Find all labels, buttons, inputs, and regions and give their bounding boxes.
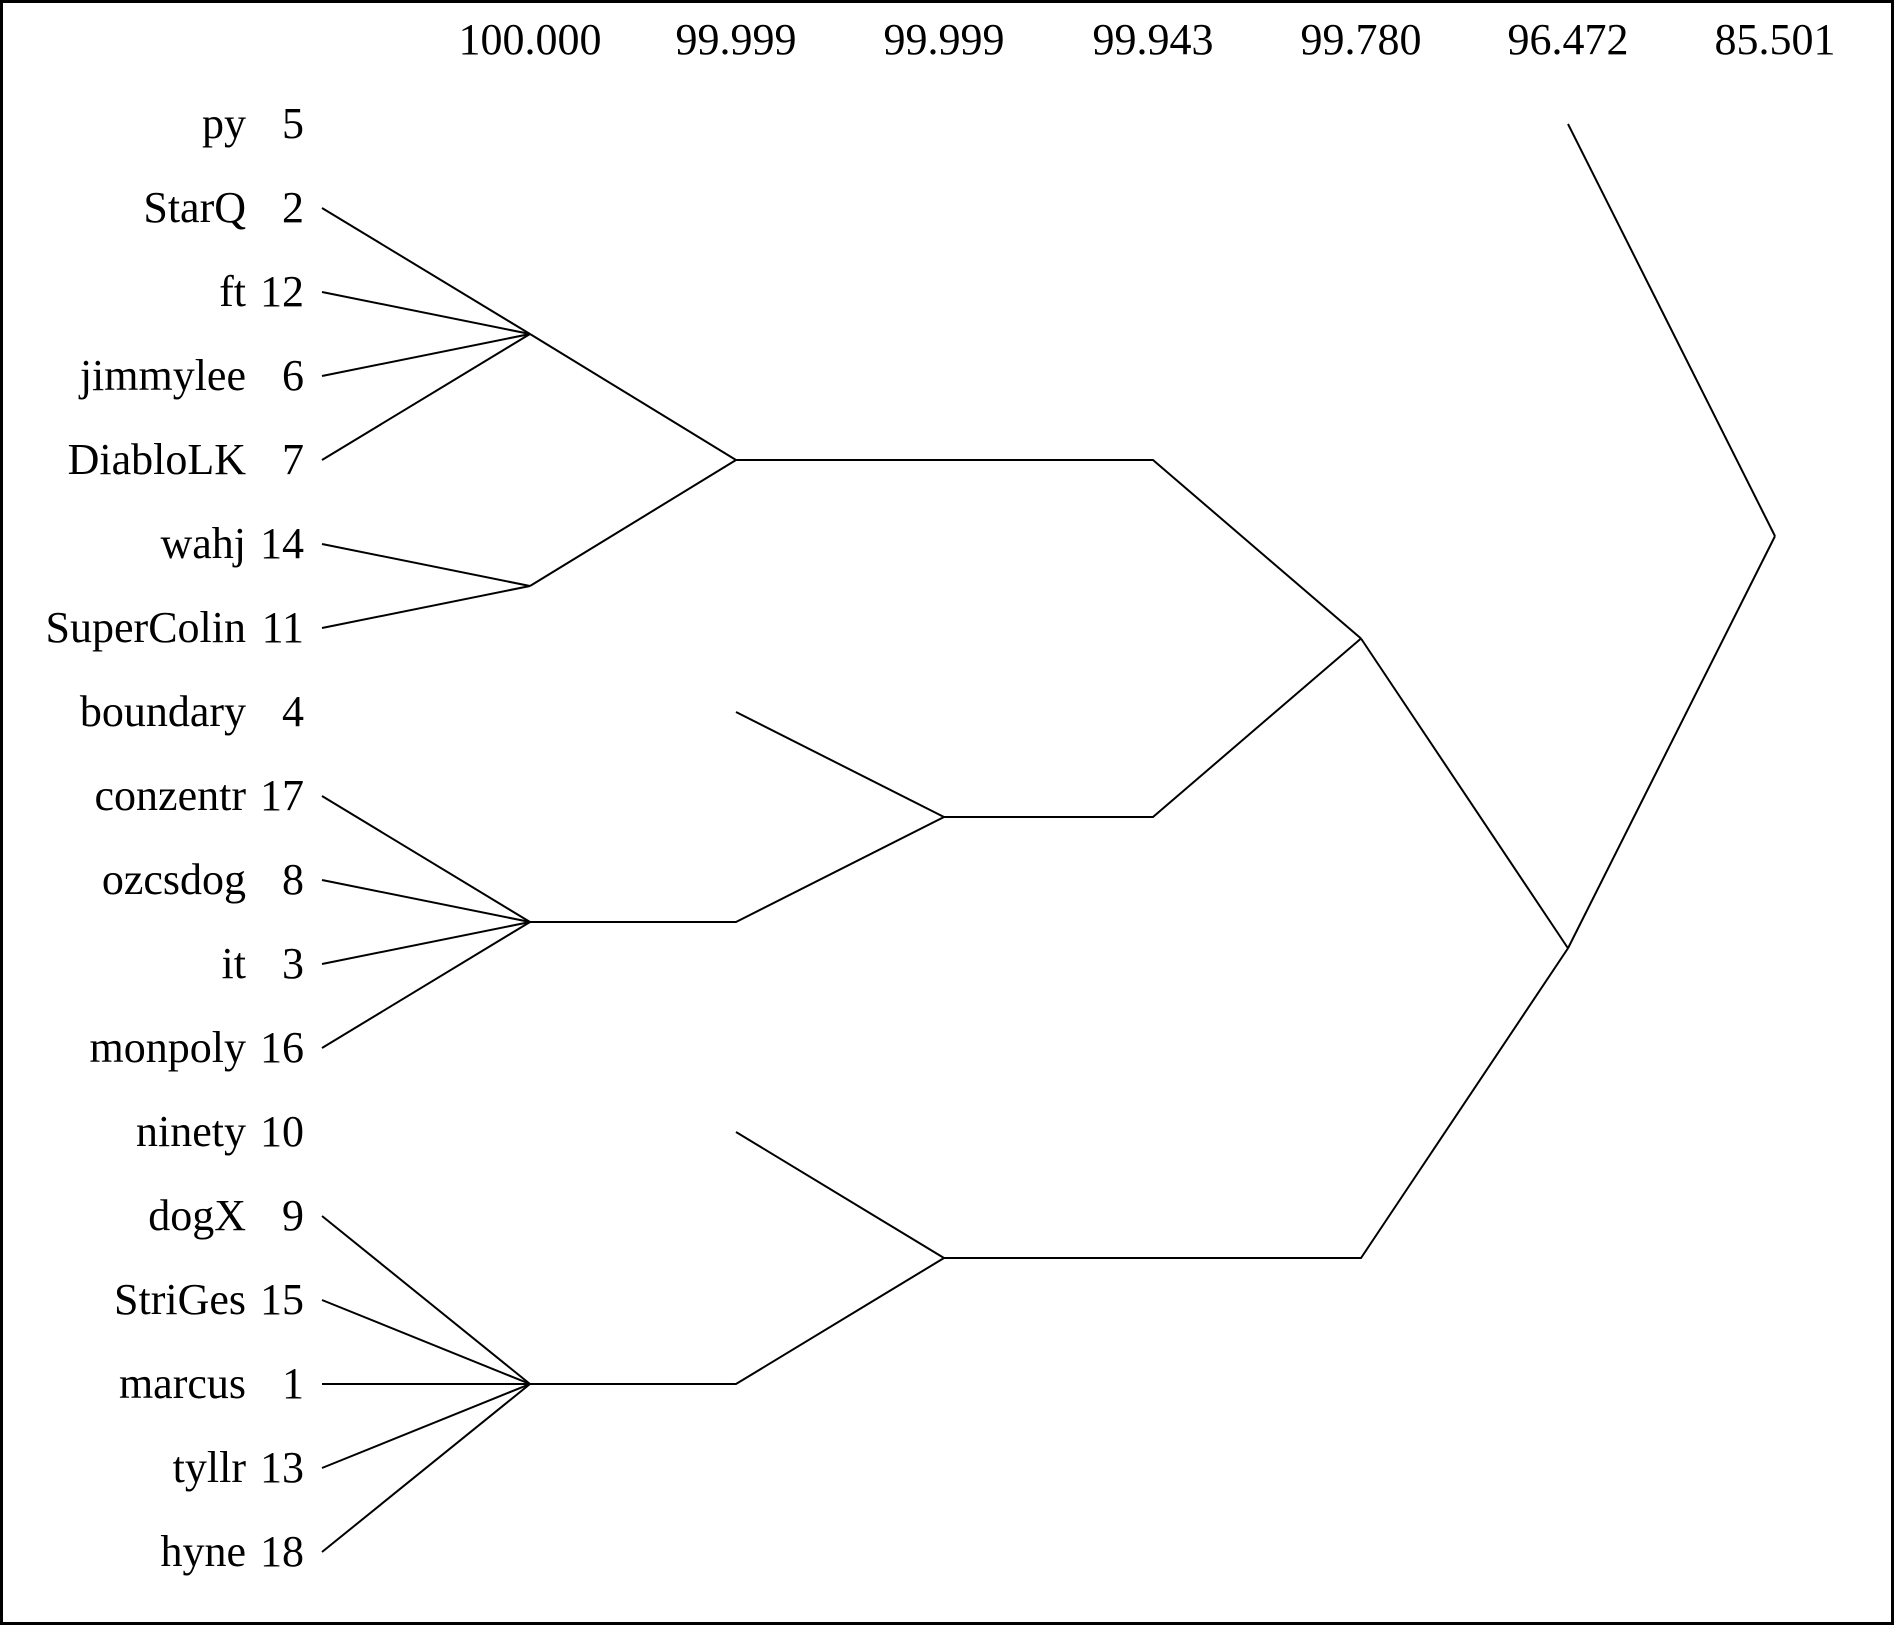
leaf-name: jimmylee	[78, 351, 246, 400]
dendrogram-edge	[1567, 535, 1776, 949]
dendrogram-edge	[321, 921, 531, 965]
dendrogram-edge	[736, 459, 1362, 640]
leaf-name: hyne	[160, 1527, 246, 1576]
dendrogram-edges	[321, 123, 1776, 1553]
leaf-name: StriGes	[114, 1275, 246, 1324]
similarity-level-labels: 100.000 99.999 99.999 99.943 99.780 96.472 85.…	[459, 15, 1836, 64]
dendrogram-edge	[321, 1383, 531, 1553]
leaf-id: 17	[260, 771, 304, 820]
leaf-name: tyllr	[173, 1443, 247, 1492]
dendrogram-edge	[321, 207, 531, 335]
dendrogram-edge	[321, 795, 531, 923]
dendrogram-edge	[321, 1383, 531, 1469]
leaf-name: ninety	[136, 1107, 246, 1156]
dendrogram-edge	[321, 1215, 531, 1385]
leaf-name: conzentr	[95, 771, 247, 820]
dendrogram-edge	[529, 333, 737, 461]
leaf-id: 16	[260, 1023, 304, 1072]
leaf-id: 10	[260, 1107, 304, 1156]
similarity-level-label: 100.000	[459, 15, 602, 64]
leaf-id: 14	[260, 519, 304, 568]
dendrogram-edge	[944, 947, 1569, 1259]
dendrogram-edge	[1360, 637, 1569, 949]
similarity-level-label: 85.501	[1715, 15, 1836, 64]
similarity-level-label: 99.999	[676, 15, 797, 64]
dendrogram-edge	[1567, 123, 1776, 537]
leaf-name: ft	[219, 267, 246, 316]
dendrogram-edge	[735, 1131, 945, 1259]
leaf-id: 18	[260, 1527, 304, 1576]
leaf-name: DiabloLK	[68, 435, 247, 484]
leaf-name: dogX	[148, 1191, 246, 1240]
leaf-name: it	[222, 939, 246, 988]
leaf-name: wahj	[160, 519, 246, 568]
leaf-id: 6	[282, 351, 304, 400]
dendrogram-edge	[735, 711, 945, 818]
leaf-id: 8	[282, 855, 304, 904]
leaf-name: py	[202, 99, 246, 148]
leaf-name: StarQ	[143, 183, 246, 232]
dendrogram-edge	[321, 333, 531, 377]
leaf-id: 2	[282, 183, 304, 232]
dendrogram-edge	[530, 1257, 945, 1385]
leaf-id: 1	[282, 1359, 304, 1408]
leaf-name: SuperColin	[46, 603, 246, 652]
leaf-id: 5	[282, 99, 304, 148]
dendrogram-edge	[321, 585, 531, 629]
leaf-id: 15	[260, 1275, 304, 1324]
leaf-name: boundary	[80, 687, 246, 736]
leaf-name: ozcsdog	[102, 855, 246, 904]
leaf-id: 9	[282, 1191, 304, 1240]
leaf-id: 12	[260, 267, 304, 316]
similarity-level-label: 96.472	[1508, 15, 1629, 64]
leaf-id: 4	[282, 687, 304, 736]
dendrogram-edge	[321, 333, 531, 461]
dendrogram-edge	[321, 291, 531, 335]
dendrogram-edge	[321, 921, 531, 1049]
dendrogram-edge	[530, 816, 945, 923]
dendrogram-edge	[944, 637, 1362, 818]
leaf-id: 3	[282, 939, 304, 988]
dendrogram-edge	[321, 1299, 531, 1385]
leaf-name: marcus	[119, 1359, 246, 1408]
dendrogram-edge	[321, 879, 531, 923]
dendrogram-edge	[321, 543, 531, 587]
similarity-level-label: 99.999	[884, 15, 1005, 64]
leaf-id: 7	[282, 435, 304, 484]
leaf-id: 13	[260, 1443, 304, 1492]
dendrogram-edge	[529, 459, 737, 587]
similarity-level-label: 99.943	[1093, 15, 1214, 64]
leaf-id: 11	[262, 603, 304, 652]
leaf-name: monpoly	[90, 1023, 246, 1072]
similarity-level-label: 99.780	[1301, 15, 1422, 64]
